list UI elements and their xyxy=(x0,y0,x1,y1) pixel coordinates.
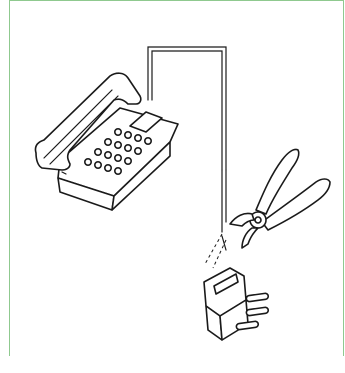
plug-icon xyxy=(204,268,269,340)
pliers-icon xyxy=(230,149,330,248)
telephone-icon xyxy=(35,73,178,210)
